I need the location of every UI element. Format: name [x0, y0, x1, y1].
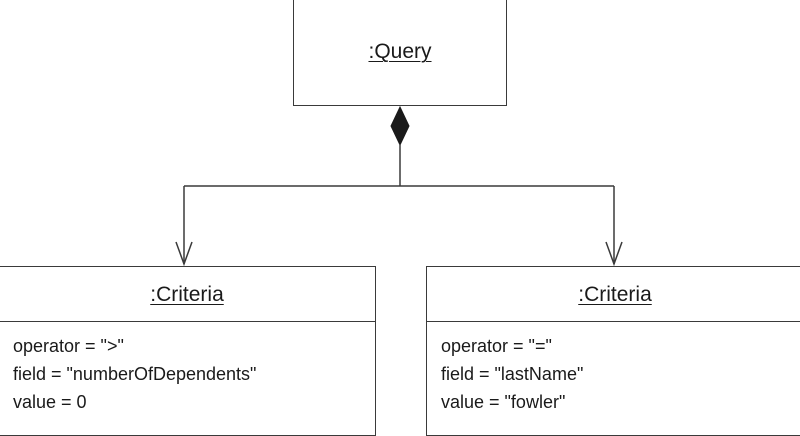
query-object-box: :Query: [293, 0, 507, 106]
attribute-field: field = "numberOfDependents": [13, 364, 257, 384]
attribute-operator: operator = ">": [13, 336, 124, 356]
attribute-value: value = 0: [13, 392, 87, 412]
criteria-object-title: :Criteria: [578, 283, 652, 306]
right-arrowhead-icon: [605, 241, 623, 267]
attribute-field: field = "lastName": [441, 364, 584, 384]
criteria-attributes: operator = ">" field = "numberOfDependen…: [0, 322, 375, 416]
query-object-title: :Query: [368, 40, 432, 63]
criteria-object-box-right: :Criteria operator = "=" field = "lastNa…: [426, 266, 800, 436]
attribute-operator: operator = "=": [441, 336, 552, 356]
composition-diamond-icon: [390, 105, 410, 147]
criteria-title-section: :Criteria: [427, 267, 800, 322]
criteria-title-section: :Criteria: [0, 267, 375, 322]
criteria-attributes: operator = "=" field = "lastName" value …: [427, 322, 800, 416]
criteria-object-title: :Criteria: [150, 283, 224, 306]
left-arrowhead-icon: [175, 241, 193, 267]
attribute-value: value = "fowler": [441, 392, 566, 412]
criteria-object-box-left: :Criteria operator = ">" field = "number…: [0, 266, 376, 436]
